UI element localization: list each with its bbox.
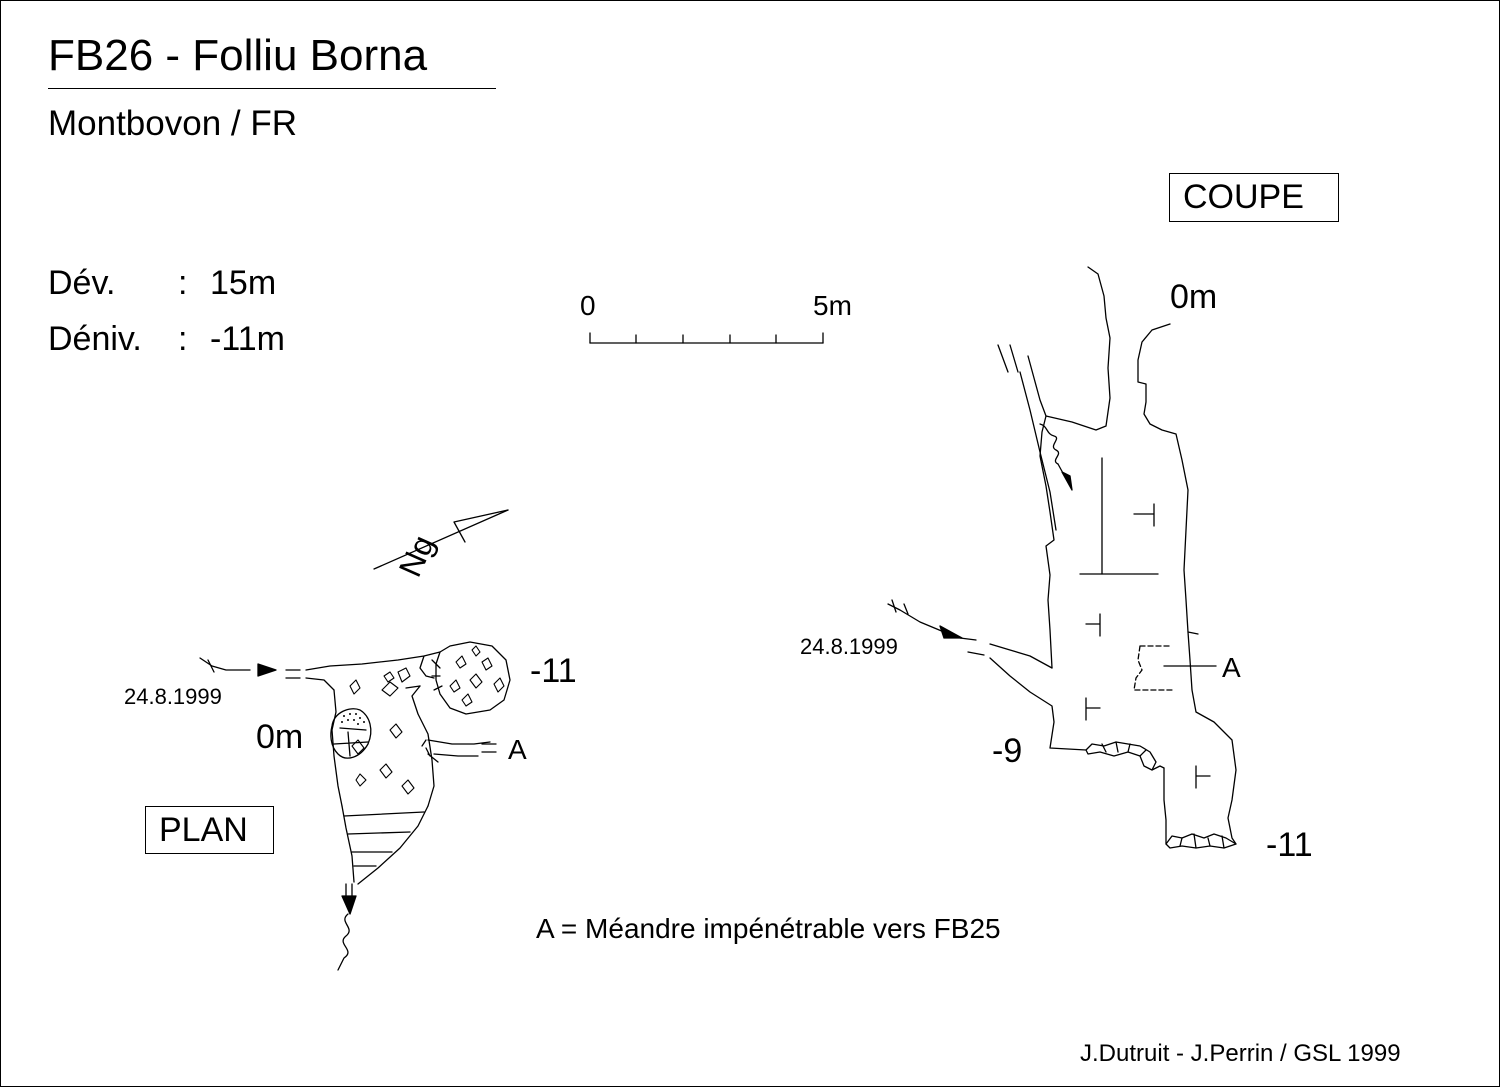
scale-start-label: 0 [580,290,596,321]
development-separator: : [178,264,188,302]
plan-boulders [349,645,505,795]
title-underline [48,88,496,89]
plan-meander-label: A [508,734,527,765]
cave-location: Montbovon / FR [48,104,297,143]
development-value: 15m [210,264,277,302]
coupe-bottom-depth: -11 [1266,826,1313,864]
scale-end-label: 5m [813,290,852,321]
plan-title-box: PLAN [145,806,274,854]
depth-value: -11m [210,320,285,358]
coupe-section-outline [887,266,1237,849]
depth-separator: : [178,320,188,358]
cave-title: FB26 - Folliu Borna [48,31,428,80]
coupe-title-box: COUPE [1169,173,1339,222]
plan-bottom-depth: -11 [530,652,577,690]
survey-credits: J.Dutruit - J.Perrin / GSL 1999 [1080,1040,1401,1067]
coupe-ledge-depth: -9 [992,732,1023,770]
north-arrow [373,509,509,570]
plan-outline [199,641,511,971]
plan-survey-date: 24.8.1999 [124,684,222,709]
coupe-title: COUPE [1183,178,1304,216]
coupe-survey-date: 24.8.1999 [800,634,898,659]
scale-bar [589,332,824,344]
coupe-meander-label: A [1222,652,1241,683]
plan-entrance-depth: 0m [256,718,304,756]
depth-label: Déniv. [48,320,142,358]
plan-entrance-stipple [341,713,365,725]
legend-note: A = Méandre impénétrable vers FB25 [536,913,1001,944]
coupe-entrance-depth: 0m [1170,278,1218,316]
development-label: Dév. [48,264,116,302]
plan-title: PLAN [159,811,248,849]
